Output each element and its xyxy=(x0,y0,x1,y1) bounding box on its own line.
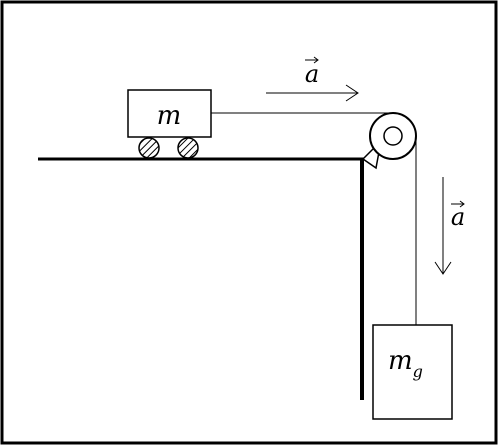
hanging-mass-block xyxy=(372,324,453,420)
cart-wheel-right xyxy=(177,137,199,159)
cart-mass-label: m xyxy=(157,101,182,131)
horizontal-acceleration-arrowhead xyxy=(345,84,359,102)
horizontal-acceleration-label: a xyxy=(305,60,319,88)
pulley-axle xyxy=(383,126,403,146)
vertical-acceleration-label: a xyxy=(451,203,465,231)
vertical-acceleration-vector-mark xyxy=(451,200,465,208)
vertical-acceleration-arrowhead xyxy=(434,261,452,275)
cart-wheel-left xyxy=(138,137,160,159)
cart-body xyxy=(127,89,212,138)
hanging-mass-label: mg xyxy=(388,346,423,381)
horizontal-acceleration-vector-mark xyxy=(305,56,319,64)
